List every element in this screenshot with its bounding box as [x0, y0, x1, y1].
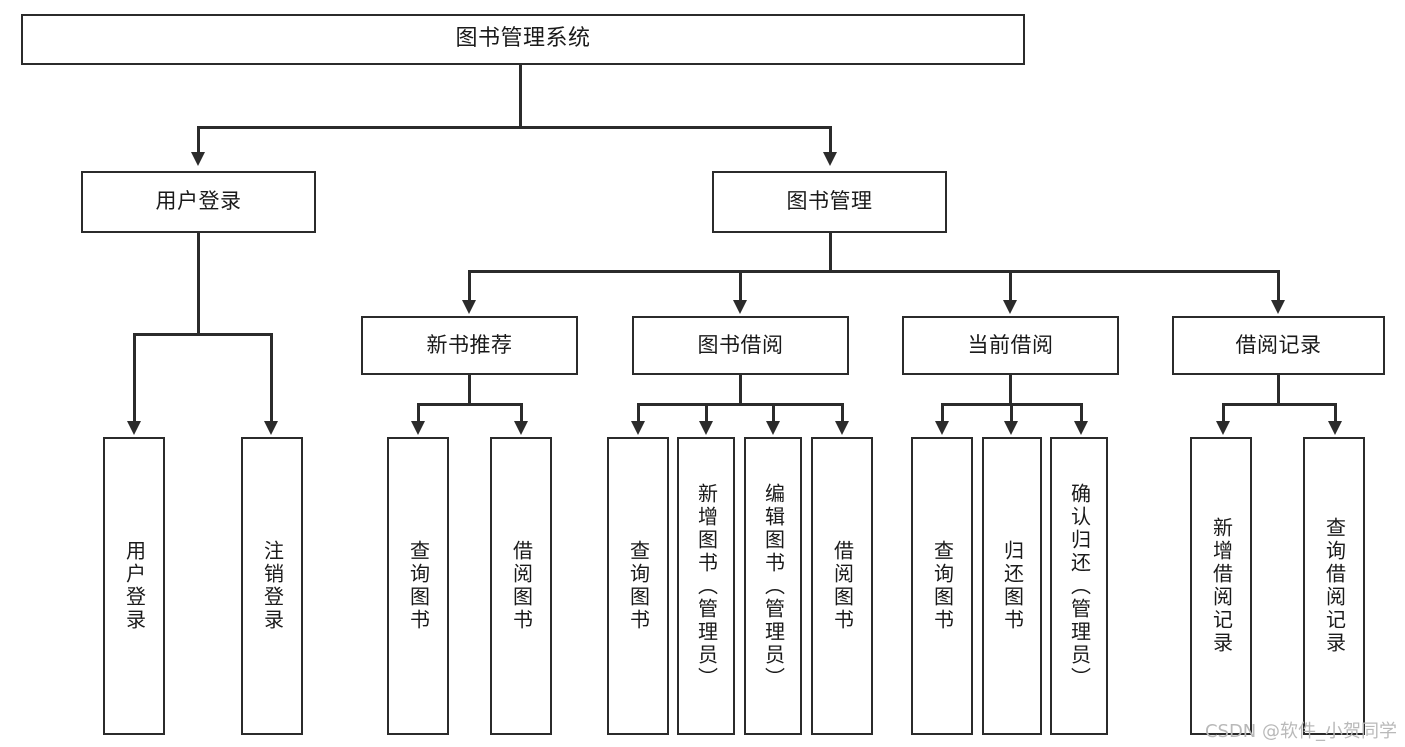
node-label: 确认归还（管理员）: [1067, 482, 1092, 690]
connector-new-books-child-1: [417, 403, 420, 423]
node-label: 借阅记录: [1235, 332, 1322, 357]
arrowhead-leaf-8: [835, 421, 849, 435]
node-label: 查询图书: [930, 540, 955, 632]
arrowhead-leaf-5: [631, 421, 645, 435]
connector-to-book-borrow: [739, 270, 742, 302]
node-label: 新增图书（管理员）: [694, 482, 719, 690]
leaf-query-borrow-record[interactable]: 查询借阅记录: [1303, 437, 1365, 735]
arrowhead-to-current-borrow: [1003, 300, 1017, 314]
node-root-system[interactable]: 图书管理系统: [21, 14, 1025, 65]
node-label: 查询图书: [406, 540, 431, 632]
leaf-edit-book-admin[interactable]: 编辑图书（管理员）: [744, 437, 802, 735]
leaf-query-books-recommend[interactable]: 查询图书: [387, 437, 449, 735]
node-label: 当前借阅: [967, 332, 1054, 357]
node-label: 新书推荐: [426, 332, 513, 357]
connector-user-login-stem: [197, 233, 200, 335]
arrowhead-leaf-6: [699, 421, 713, 435]
arrowhead-to-borrow-record: [1271, 300, 1285, 314]
leaf-user-login[interactable]: 用户登录: [103, 437, 165, 735]
connector-current-borrow-child-1: [941, 403, 944, 423]
arrowhead-leaf-10: [1004, 421, 1018, 435]
connector-book-borrow-child-2: [705, 403, 708, 423]
node-label: 图书借阅: [697, 332, 784, 357]
arrowhead-to-new-books: [462, 300, 476, 314]
node-label: 注销登录: [260, 540, 285, 632]
connector-user-login-child-2: [270, 333, 273, 423]
node-current-borrow[interactable]: 当前借阅: [902, 316, 1119, 375]
leaf-logout[interactable]: 注销登录: [241, 437, 303, 735]
connector-new-books-child-2: [520, 403, 523, 423]
node-label: 新增借阅记录: [1209, 517, 1234, 655]
arrowhead-to-book-mgmt: [823, 152, 837, 166]
leaf-borrow-books-recommend[interactable]: 借阅图书: [490, 437, 552, 735]
arrowhead-to-user-login: [191, 152, 205, 166]
connector-current-borrow-stem: [1009, 375, 1012, 405]
arrowhead-leaf-13: [1328, 421, 1342, 435]
node-label: 图书管理: [786, 189, 873, 214]
node-user-login[interactable]: 用户登录: [81, 171, 316, 233]
leaf-query-books-borrow[interactable]: 查询图书: [607, 437, 669, 735]
leaf-return-books[interactable]: 归还图书: [982, 437, 1042, 735]
arrowhead-leaf-2: [264, 421, 278, 435]
connector-to-new-books: [468, 270, 471, 302]
connector-borrow-record-bar: [1222, 403, 1336, 406]
node-label: 用户登录: [155, 189, 242, 214]
node-borrow-record[interactable]: 借阅记录: [1172, 316, 1385, 375]
connector-to-book-mgmt: [829, 126, 832, 154]
arrowhead-to-book-borrow: [733, 300, 747, 314]
connector-book-borrow-bar: [637, 403, 843, 406]
connector-current-borrow-child-2: [1010, 403, 1013, 423]
connector-to-user-login: [197, 126, 200, 154]
connector-to-current-borrow: [1009, 270, 1012, 302]
connector-book-borrow-child-1: [637, 403, 640, 423]
connector-book-borrow-stem: [739, 375, 742, 405]
connector-current-borrow-child-3: [1080, 403, 1083, 423]
csdn-watermark: CSDN @软件_小贺同学: [1204, 721, 1397, 742]
connector-borrow-record-stem: [1277, 375, 1280, 405]
connector-new-books-bar: [417, 403, 522, 406]
connector-new-books-stem: [468, 375, 471, 405]
node-label: 归还图书: [1000, 540, 1025, 632]
leaf-query-books-current[interactable]: 查询图书: [911, 437, 973, 735]
connector-user-login-child-1: [133, 333, 136, 423]
connector-book-borrow-child-3: [772, 403, 775, 423]
arrowhead-leaf-11: [1074, 421, 1088, 435]
connector-level1-bar: [197, 126, 832, 129]
connector-level2-bar: [468, 270, 1280, 273]
leaf-add-borrow-record[interactable]: 新增借阅记录: [1190, 437, 1252, 735]
arrowhead-leaf-12: [1216, 421, 1230, 435]
connector-borrow-record-child-2: [1334, 403, 1337, 423]
connector-borrow-record-child-1: [1222, 403, 1225, 423]
leaf-confirm-return-admin[interactable]: 确认归还（管理员）: [1050, 437, 1108, 735]
arrowhead-leaf-1: [127, 421, 141, 435]
node-book-management[interactable]: 图书管理: [712, 171, 947, 233]
node-label: 编辑图书（管理员）: [761, 482, 786, 690]
node-label: 借阅图书: [830, 540, 855, 632]
arrowhead-leaf-3: [411, 421, 425, 435]
arrowhead-leaf-9: [935, 421, 949, 435]
node-label: 用户登录: [122, 540, 147, 632]
leaf-borrow-books-borrow[interactable]: 借阅图书: [811, 437, 873, 735]
connector-user-login-bar: [133, 333, 272, 336]
leaf-add-book-admin[interactable]: 新增图书（管理员）: [677, 437, 735, 735]
node-new-book-recommend[interactable]: 新书推荐: [361, 316, 578, 375]
node-book-borrow[interactable]: 图书借阅: [632, 316, 849, 375]
arrowhead-leaf-4: [514, 421, 528, 435]
connector-book-mgmt-stem: [829, 233, 832, 272]
connector-book-borrow-child-4: [841, 403, 844, 423]
connector-root-stem: [519, 65, 522, 128]
node-label: 图书管理系统: [455, 26, 591, 52]
arrowhead-leaf-7: [766, 421, 780, 435]
node-label: 借阅图书: [509, 540, 534, 632]
connector-to-borrow-record: [1277, 270, 1280, 302]
node-label: 查询图书: [626, 540, 651, 632]
node-label: 查询借阅记录: [1322, 517, 1347, 655]
